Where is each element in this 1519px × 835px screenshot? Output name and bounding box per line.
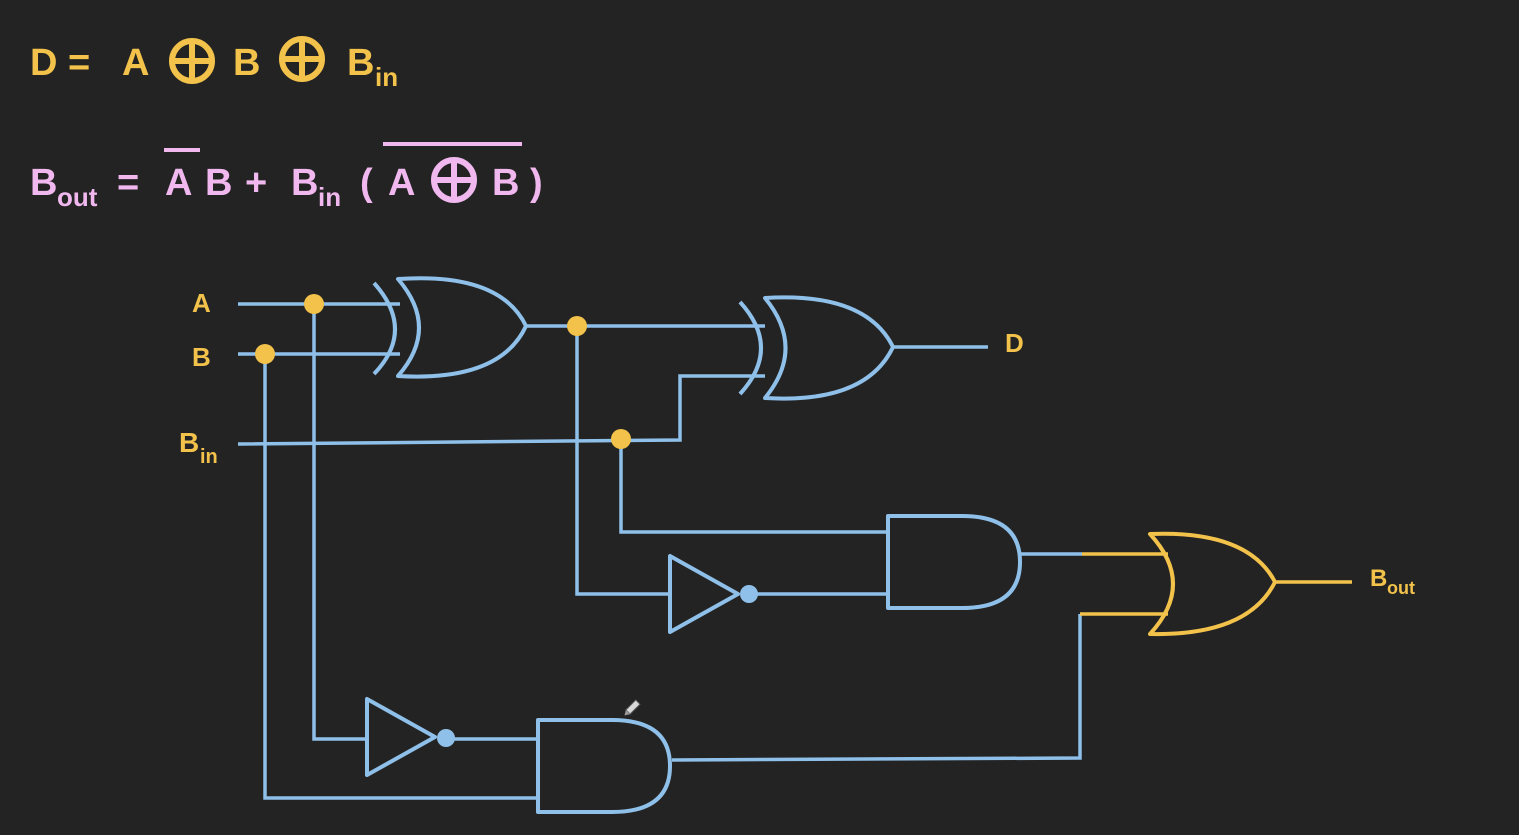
d-eq-bin: B xyxy=(347,42,374,84)
output-label-d: D xyxy=(1005,328,1024,358)
input-label-b: B xyxy=(192,342,211,372)
bout-eq-bin: B xyxy=(291,162,318,204)
junction-dot xyxy=(304,294,324,314)
bout-eq-bin-subscript: in xyxy=(318,182,341,212)
output-label-bout: B xyxy=(1370,565,1387,592)
junction-dot xyxy=(567,316,587,336)
d-eq-lhs: D xyxy=(30,42,57,84)
bout-eq-b: B xyxy=(205,162,232,204)
wire-bin-to-and1 xyxy=(619,440,888,534)
bout-equation: B out = A B + B in ( A B ) xyxy=(30,142,543,212)
wire-bin xyxy=(237,374,765,446)
and-gate xyxy=(536,718,672,814)
bout-eq-plus: + xyxy=(245,162,267,204)
bout-eq-xa: A xyxy=(388,162,415,204)
bout-eq-equals: = xyxy=(117,162,139,204)
d-eq-b: B xyxy=(233,42,260,84)
xor-operator-icon xyxy=(279,36,325,82)
junctions xyxy=(255,294,631,449)
not-gate xyxy=(668,554,758,634)
xor-gate xyxy=(738,295,895,401)
wire-b-to-and2 xyxy=(263,354,538,800)
xor-operator-icon xyxy=(169,38,215,84)
d-equation: D = A B B in xyxy=(30,36,398,92)
xor-operator-icon xyxy=(431,157,477,203)
d-eq-bin-subscript: in xyxy=(375,62,398,92)
bout-eq-close-paren: ) xyxy=(530,162,543,204)
wires xyxy=(237,302,1082,800)
d-eq-a: A xyxy=(122,42,149,84)
junction-dot xyxy=(611,429,631,449)
and-gate xyxy=(886,514,1022,610)
wire-and2-out xyxy=(671,614,1082,762)
junction-dot xyxy=(255,344,275,364)
bout-eq-lhs: B xyxy=(30,162,57,204)
not-gate xyxy=(365,697,455,777)
bout-eq-a-bar: A xyxy=(165,162,192,204)
xor-gate xyxy=(372,276,528,379)
input-label-bin-subscript: in xyxy=(200,446,218,468)
d-eq-equals: = xyxy=(68,42,90,84)
bout-eq-open-paren: ( xyxy=(360,162,373,204)
input-label-a: A xyxy=(192,288,211,318)
bout-eq-lhs-subscript: out xyxy=(57,182,98,212)
output-label-bout-subscript: out xyxy=(1387,578,1415,598)
bout-eq-xb: B xyxy=(492,162,519,204)
pencil-cursor-icon xyxy=(624,699,641,716)
wire-a-to-not2 xyxy=(312,304,367,741)
wire-to-not1 xyxy=(575,326,670,596)
input-label-bin: B xyxy=(179,427,199,458)
or-gate xyxy=(1080,531,1352,637)
